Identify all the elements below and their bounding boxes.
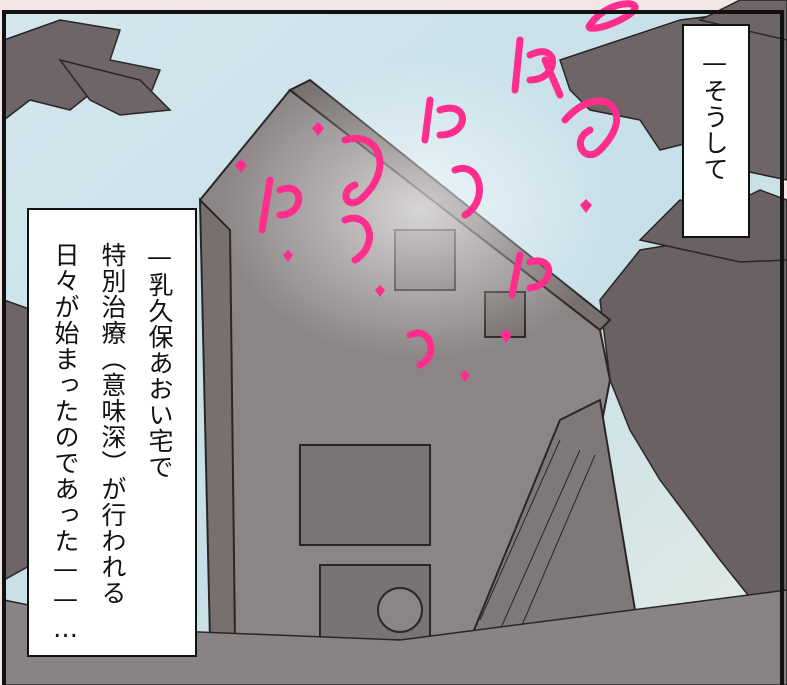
caption-line-2: 特別治療（意味深）が行われる bbox=[98, 242, 127, 606]
panel-frame bbox=[2, 10, 784, 685]
caption-line-3: 日々が始まったのであった——… bbox=[51, 242, 80, 644]
caption-line-1: —乳久保あおい宅で bbox=[145, 242, 174, 480]
pink-sfx bbox=[258, 0, 639, 369]
caption-box-left: —乳久保あおい宅で 特別治療（意味深）が行われる 日々が始まったのであった——… bbox=[27, 208, 197, 657]
caption-text: —そうして bbox=[700, 48, 729, 182]
stairs bbox=[479, 439, 596, 631]
sfx-glow bbox=[220, 60, 620, 360]
caption-box-top-right: —そうして bbox=[682, 24, 750, 238]
pink-hearts bbox=[235, 122, 592, 382]
